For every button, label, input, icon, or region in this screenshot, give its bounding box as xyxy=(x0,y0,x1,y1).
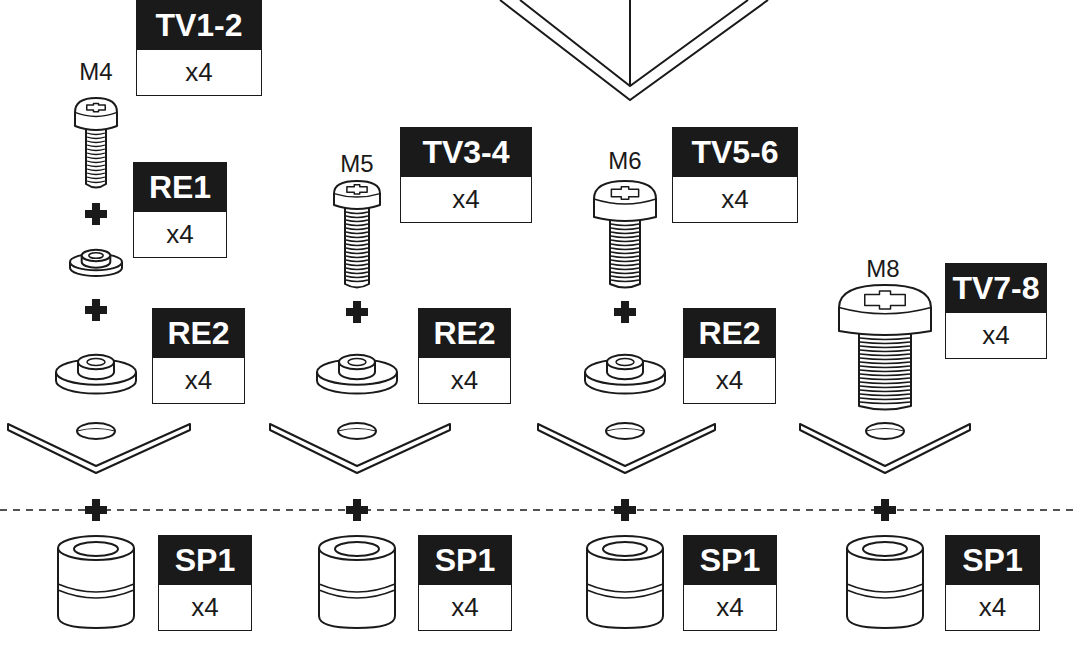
part-code: TV1-2 xyxy=(155,7,242,44)
part-code: SP1 xyxy=(962,542,1022,579)
plus-sign xyxy=(346,499,368,521)
code-box: RE2 xyxy=(418,308,511,358)
spacer xyxy=(587,536,663,628)
part-code: RE2 xyxy=(167,315,229,352)
part-tag: RE2x4 xyxy=(152,308,245,404)
washer xyxy=(585,355,665,394)
quantity: x4 xyxy=(716,365,743,396)
plus-sign xyxy=(614,499,636,521)
quantity: x4 xyxy=(982,320,1009,351)
washer xyxy=(317,355,397,394)
quantity-box: x4 xyxy=(158,585,252,631)
code-box: TV1-2 xyxy=(136,0,262,50)
quantity-box: x4 xyxy=(683,585,777,631)
quantity-box: x4 xyxy=(418,358,511,404)
plus-sign xyxy=(874,499,896,521)
thread-size: M5 xyxy=(340,152,373,176)
part-code: SP1 xyxy=(175,542,235,579)
spacer xyxy=(847,536,923,628)
part-code: RE1 xyxy=(149,169,211,206)
part-code: TV7-8 xyxy=(952,270,1039,307)
quantity: x4 xyxy=(185,57,212,88)
plate xyxy=(8,423,190,473)
plate xyxy=(270,423,450,473)
screw xyxy=(594,181,656,288)
quantity: x4 xyxy=(979,592,1006,623)
code-box: SP1 xyxy=(158,535,252,585)
washer xyxy=(56,355,136,394)
quantity-box: x4 xyxy=(136,50,262,96)
quantity: x4 xyxy=(721,184,748,215)
screw xyxy=(75,98,117,188)
code-box: RE1 xyxy=(133,162,227,212)
plate xyxy=(538,423,715,473)
screw xyxy=(839,285,931,410)
quantity-box: x4 xyxy=(683,358,776,404)
part-code: TV5-6 xyxy=(691,134,778,171)
plate xyxy=(800,423,970,473)
part-tag: RE2x4 xyxy=(683,308,776,404)
quantity-box: x4 xyxy=(152,358,245,404)
part-code: TV3-4 xyxy=(422,134,509,171)
washer xyxy=(70,250,122,276)
quantity: x4 xyxy=(716,592,743,623)
plus-sign xyxy=(85,203,107,225)
quantity: x4 xyxy=(191,592,218,623)
quantity: x4 xyxy=(451,592,478,623)
dashed-line xyxy=(0,509,1078,511)
part-tag: RE1x4 xyxy=(133,162,227,258)
part-tag: TV3-4 x4 xyxy=(400,127,532,223)
box-corner xyxy=(500,0,768,100)
code-box: SP1 xyxy=(418,535,512,585)
code-box: SP1 xyxy=(683,535,777,585)
part-tag: RE2x4 xyxy=(418,308,511,404)
quantity-box: x4 xyxy=(945,313,1047,359)
part-tag: TV7-8 x4 xyxy=(945,263,1047,359)
part-tag: TV5-6 x4 xyxy=(672,127,798,223)
quantity-box: x4 xyxy=(400,177,532,223)
quantity-box: x4 xyxy=(418,585,512,631)
part-tag: SP1x4 xyxy=(158,535,252,631)
screw xyxy=(334,181,380,288)
thread-size: M8 xyxy=(866,257,899,281)
plus-sign xyxy=(85,499,107,521)
part-tag: TV1-2 x4 xyxy=(136,0,262,96)
quantity-box: x4 xyxy=(133,212,227,258)
part-code: RE2 xyxy=(698,315,760,352)
thread-size: M6 xyxy=(608,149,641,173)
part-tag: SP1x4 xyxy=(945,535,1040,631)
quantity-box: x4 xyxy=(672,177,798,223)
part-tag: SP1x4 xyxy=(418,535,512,631)
part-code: RE2 xyxy=(433,315,495,352)
quantity: x4 xyxy=(166,219,193,250)
part-code: SP1 xyxy=(700,542,760,579)
part-tag: SP1x4 xyxy=(683,535,777,631)
spacer xyxy=(319,536,395,628)
spacer xyxy=(58,536,134,628)
plus-sign xyxy=(85,299,107,321)
quantity: x4 xyxy=(451,365,478,396)
code-box: RE2 xyxy=(152,308,245,358)
code-box: SP1 xyxy=(945,535,1040,585)
quantity-box: x4 xyxy=(945,585,1040,631)
quantity: x4 xyxy=(452,184,479,215)
quantity: x4 xyxy=(185,365,212,396)
thread-size: M4 xyxy=(79,60,112,84)
plus-sign xyxy=(346,301,368,323)
plus-sign xyxy=(614,301,636,323)
code-box: TV5-6 xyxy=(672,127,798,177)
code-box: RE2 xyxy=(683,308,776,358)
code-box: TV7-8 xyxy=(945,263,1047,313)
part-code: SP1 xyxy=(435,542,495,579)
parts xyxy=(8,98,970,628)
code-box: TV3-4 xyxy=(400,127,532,177)
